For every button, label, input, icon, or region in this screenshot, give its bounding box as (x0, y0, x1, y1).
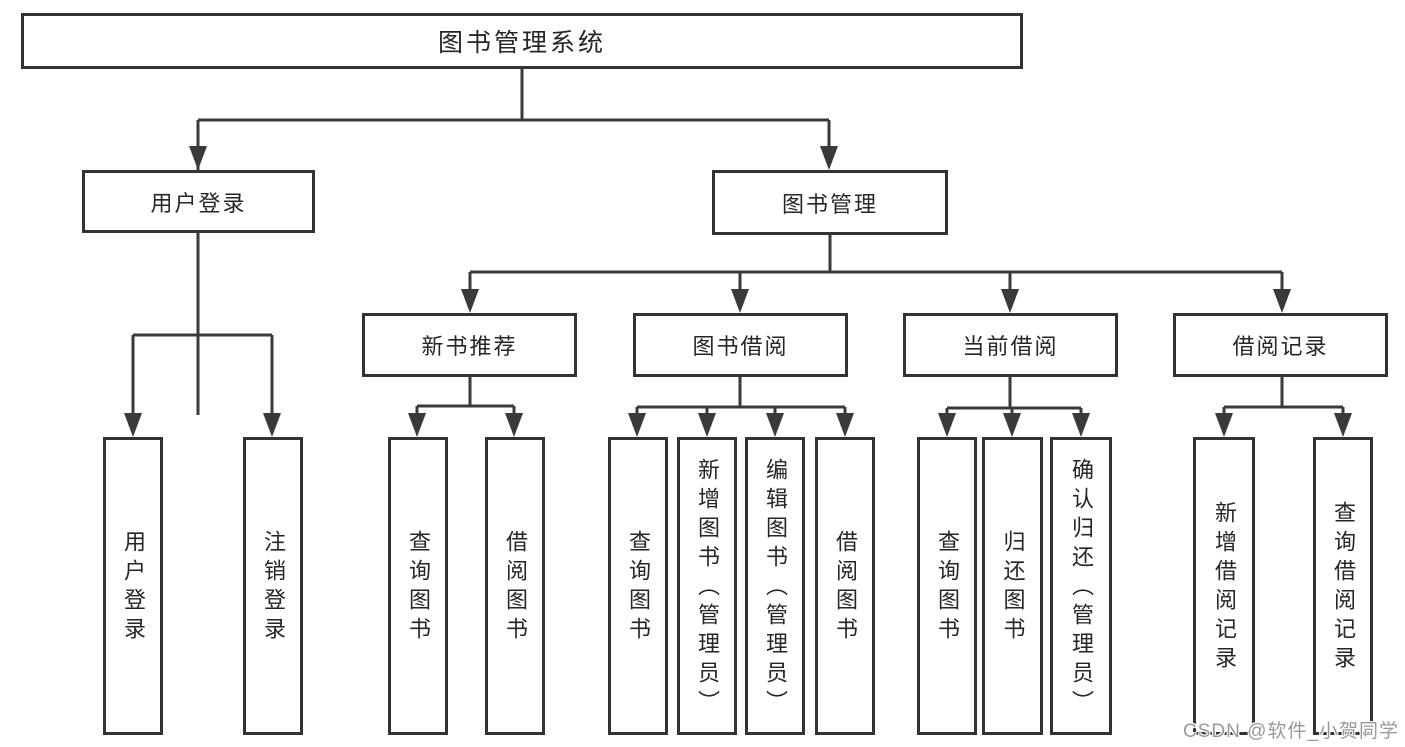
node-new-book-recommendation: 新书推荐 (362, 313, 577, 377)
leaf-logout: 注销登录 (243, 437, 303, 735)
leaf-user-login: 用户登录 (103, 437, 163, 735)
node-label: 编辑图书（管理员） (763, 457, 788, 719)
node-label: 新增借阅记录 (1212, 501, 1237, 675)
node-book-borrowing: 图书借阅 (633, 313, 848, 377)
node-label: 图书管理系统 (437, 29, 606, 57)
leaf-borrow-books-borrowing: 借阅图书 (815, 437, 875, 735)
node-book-management: 图书管理 (712, 170, 948, 235)
node-current-borrowing: 当前借阅 (903, 313, 1118, 377)
leaf-edit-books-admin: 编辑图书（管理员） (745, 437, 805, 735)
leaf-query-books-current: 查询图书 (917, 437, 977, 735)
node-label: 查询图书 (406, 530, 431, 646)
node-label: 注销登录 (261, 530, 286, 646)
node-label: 图书管理 (781, 191, 878, 217)
leaf-query-borrowing-record: 查询借阅记录 (1313, 437, 1373, 735)
node-borrowing-records: 借阅记录 (1173, 313, 1388, 377)
node-label: 借阅图书 (833, 530, 858, 646)
csdn-watermark: CSDN @软件_小贺同学 (1183, 721, 1399, 742)
node-label: 查询借阅记录 (1331, 501, 1356, 675)
leaf-return-books: 归还图书 (982, 437, 1043, 735)
leaf-add-borrowing-record: 新增借阅记录 (1193, 437, 1255, 735)
node-label: 查询图书 (935, 530, 960, 646)
node-label: 查询图书 (626, 530, 651, 646)
node-label: 图书借阅 (692, 334, 789, 359)
node-label: 归还图书 (1000, 530, 1026, 646)
node-label: 用户登录 (150, 190, 247, 216)
leaf-query-books-recommend: 查询图书 (388, 437, 448, 735)
leaf-borrow-books-recommend: 借阅图书 (485, 437, 545, 735)
node-label: 确认归还（管理员） (1069, 457, 1094, 719)
leaf-confirm-return-admin: 确认归还（管理员） (1050, 437, 1112, 735)
node-label: 新书推荐 (421, 334, 518, 359)
leaf-add-books-admin: 新增图书（管理员） (677, 437, 737, 735)
node-user-login: 用户登录 (82, 170, 315, 233)
node-label: 借阅记录 (1232, 334, 1329, 359)
node-label: 当前借阅 (962, 334, 1059, 359)
node-label: 借阅图书 (503, 530, 528, 646)
node-label: 用户登录 (121, 530, 146, 646)
node-label: 新增图书（管理员） (695, 457, 720, 719)
leaf-query-books-borrowing: 查询图书 (608, 437, 668, 735)
node-library-management-system: 图书管理系统 (21, 13, 1023, 69)
